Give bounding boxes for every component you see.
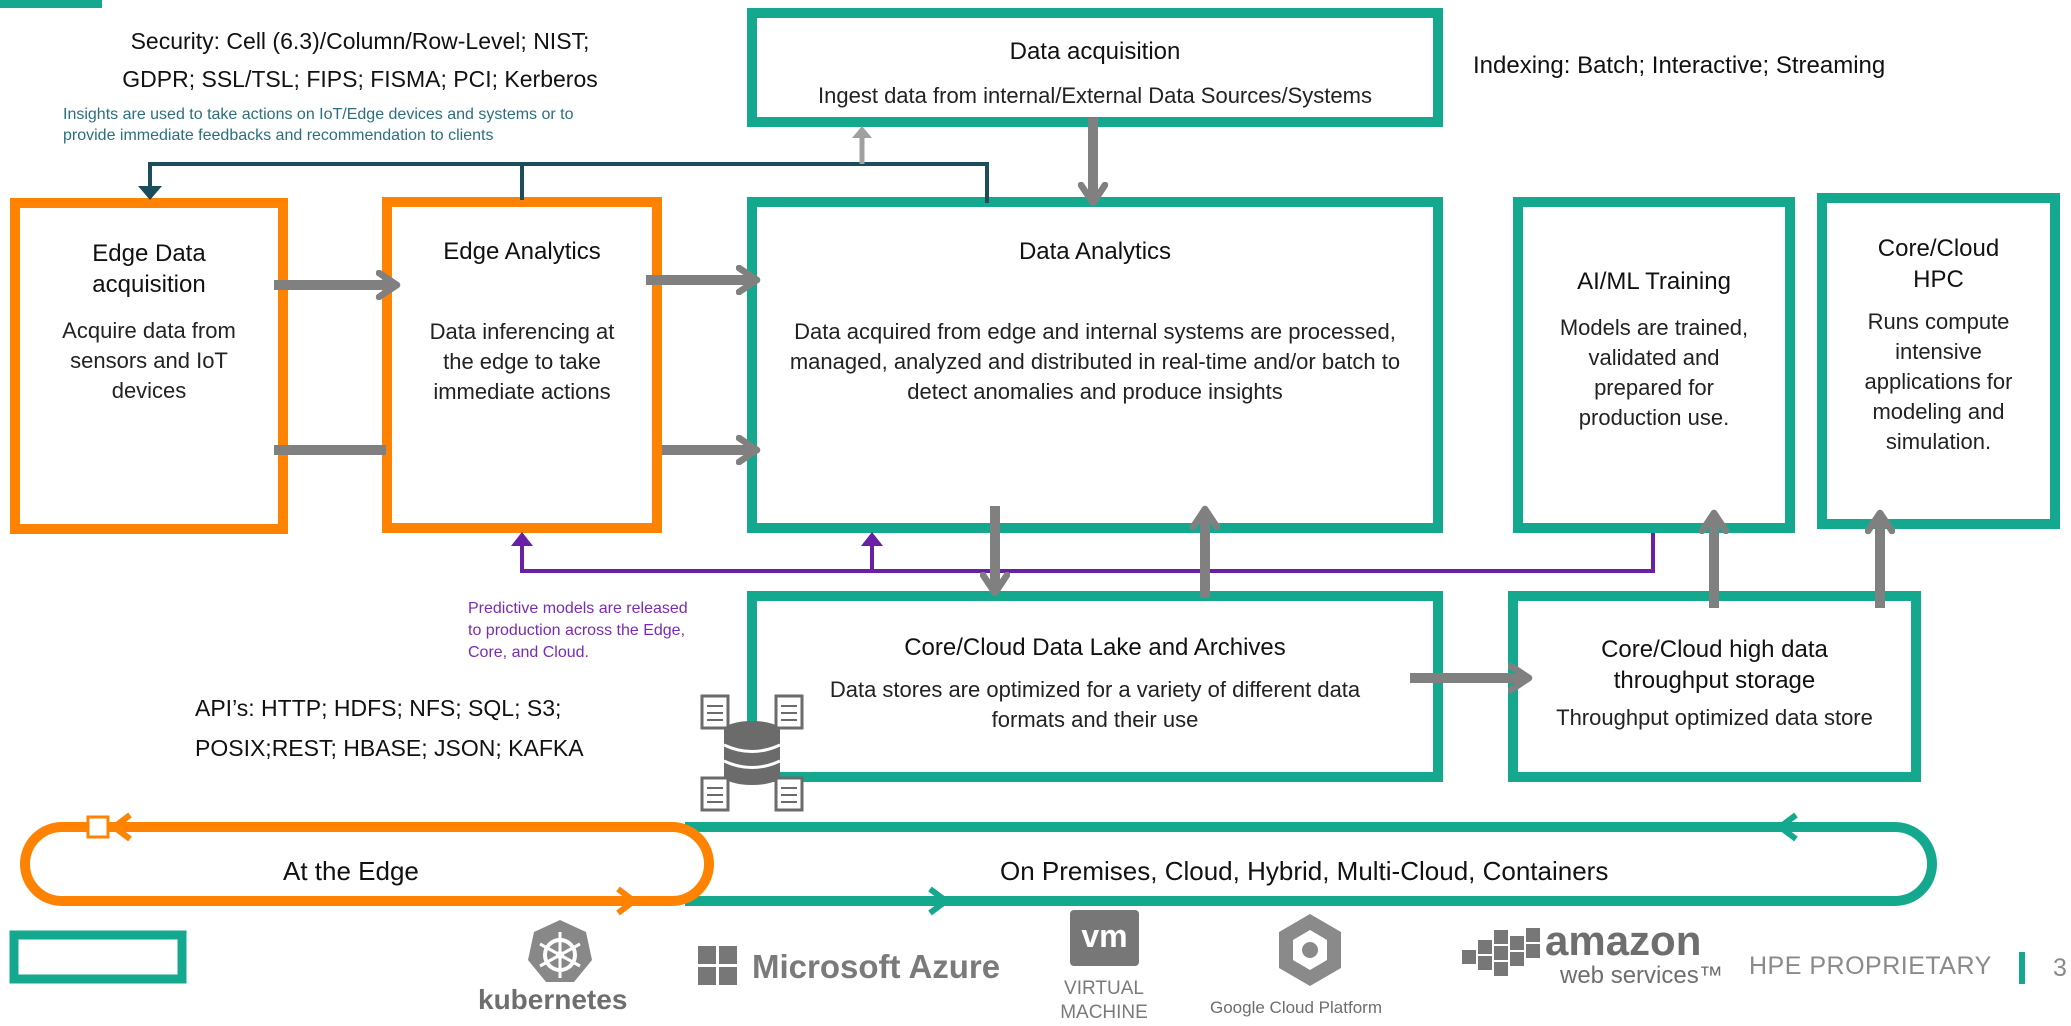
data-analytics-title: Data Analytics [1018,238,1172,265]
top-accent-bar [0,0,102,8]
predictive-note-line-2: to production across the Edge, [468,622,686,639]
aws-logo-icon [1462,928,1540,976]
vm-logo-line-2: MACHINE [1060,1002,1148,1023]
azure-logo-icon [698,946,737,985]
vm-logo-badge [1070,910,1139,966]
google-cloud-logo-icon [1279,914,1341,986]
data-analytics-box: Data Analytics Data acquired from edge a… [747,197,1443,533]
cloud-band-outline [685,822,1937,906]
data-lake-box: Core/Cloud Data Lake and Archives Data s… [747,591,1443,782]
edge-data-acquisition-title: Edge Data acquisition [92,240,206,298]
footer-proprietary-label: HPE PROPRIETARY [1749,952,1992,980]
azure-logo-text: Microsoft Azure [752,948,1001,985]
edge-analytics-title: Edge Analytics [443,238,601,265]
insights-note-line-2: provide immediate feedbacks and recommen… [63,127,494,144]
apis-line-1: API’s: HTTP; HDFS; NFS; SQL; S3; [195,695,562,721]
vm-logo-line-1: VIRTUAL [1064,978,1144,999]
aws-logo-main-text: amazon [1545,917,1702,964]
cloud-band-left-arrow [1775,812,1798,842]
aws-logo-sub-text: web services™ [1560,962,1723,989]
bottom-bands [20,822,1937,906]
predictive-models-note: Predictive models are released to produc… [468,598,718,664]
google-cloud-logo-text: Google Cloud Platform [1210,998,1382,1017]
core-cloud-hpc-box: Core/Cloud HPC Runs compute intensive ap… [1817,193,2060,529]
data-acquisition-text: Ingest data from internal/External Data … [818,83,1372,108]
data-lake-title: Core/Cloud Data Lake and Archives [904,634,1286,661]
gray-arrows [274,118,1880,678]
insights-note: Insights are used to take actions on IoT… [63,104,683,146]
kubernetes-logo-text: kubernetes [478,984,628,1015]
indexing-text: Indexing: Batch; Interactive; Streaming [1473,52,1886,79]
data-lake-text: Data stores are optimized for a variety … [829,677,1361,732]
predictive-note-line-1: Predictive models are released [468,600,688,617]
edge-data-acquisition-box: Edge Data acquisition Acquire data from … [10,198,288,534]
edge-analytics-text: Data inferencing at the edge to take imm… [429,319,615,404]
footer-divider [2019,952,2025,984]
model-release-arrowhead-edge [511,532,533,546]
core-cloud-hpc-text: Runs compute intensive applications for … [1864,309,2013,454]
insights-arrowhead [138,186,162,200]
model-release-path [520,533,1655,573]
security-line-1: Security: Cell (6.3)/Column/Row-Level; N… [130,28,590,54]
edge-band-left-arrow [109,812,132,842]
footer-page-number: 3 [2053,954,2067,982]
data-acquisition-title: Data acquisition [1009,38,1181,65]
throughput-storage-box: Core/Cloud high data throughput storage … [1508,591,1921,782]
throughput-storage-text: Throughput optimized data store [1556,705,1873,730]
database-documents-icon [700,694,804,812]
security-text: Security: Cell (6.3)/Column/Row-Level; N… [100,22,620,98]
aiml-training-text: Models are trained, validated and prepar… [1559,315,1749,430]
predictive-note-line-3: Core, and Cloud. [468,644,589,661]
edge-data-acquisition-text: Acquire data from sensors and IoT device… [62,318,236,403]
edge-band-marker [86,815,110,839]
insights-feedback-path [148,162,989,203]
cloud-band-right-arrow [928,886,951,916]
bottom-accent-box [9,930,187,984]
apis-text: API’s: HTTP; HDFS; NFS; SQL; S3; POSIX;R… [195,688,584,768]
aiml-training-box: AI/ML Training Models are trained, valid… [1513,197,1795,533]
cloud-band-label: On Premises, Cloud, Hybrid, Multi-Cloud,… [1000,856,1609,886]
edge-analytics-box: Edge Analytics Data inferencing at the e… [382,197,662,533]
apis-line-2: POSIX;REST; HBASE; JSON; KAFKA [195,735,584,761]
edge-band-right-arrow [616,886,639,916]
insights-note-line-1: Insights are used to take actions on IoT… [63,106,574,123]
core-cloud-hpc-title: Core/Cloud HPC [1877,235,2000,293]
throughput-storage-title: Core/Cloud high data throughput storage [1601,636,1828,694]
security-line-2: GDPR; SSL/TSL; FIPS; FISMA; PCI; Kerbero… [122,66,598,92]
edge-band-outline [20,822,714,906]
insights-up-arrow [852,126,872,164]
model-release-arrowhead-analytics [861,532,883,546]
vm-logo-badge-text: vm [1081,918,1128,954]
data-analytics-text: Data acquired from edge and internal sys… [789,319,1401,404]
aiml-training-title: AI/ML Training [1577,268,1731,295]
kubernetes-logo-icon [528,920,592,982]
edge-band-label: At the Edge [283,856,419,886]
